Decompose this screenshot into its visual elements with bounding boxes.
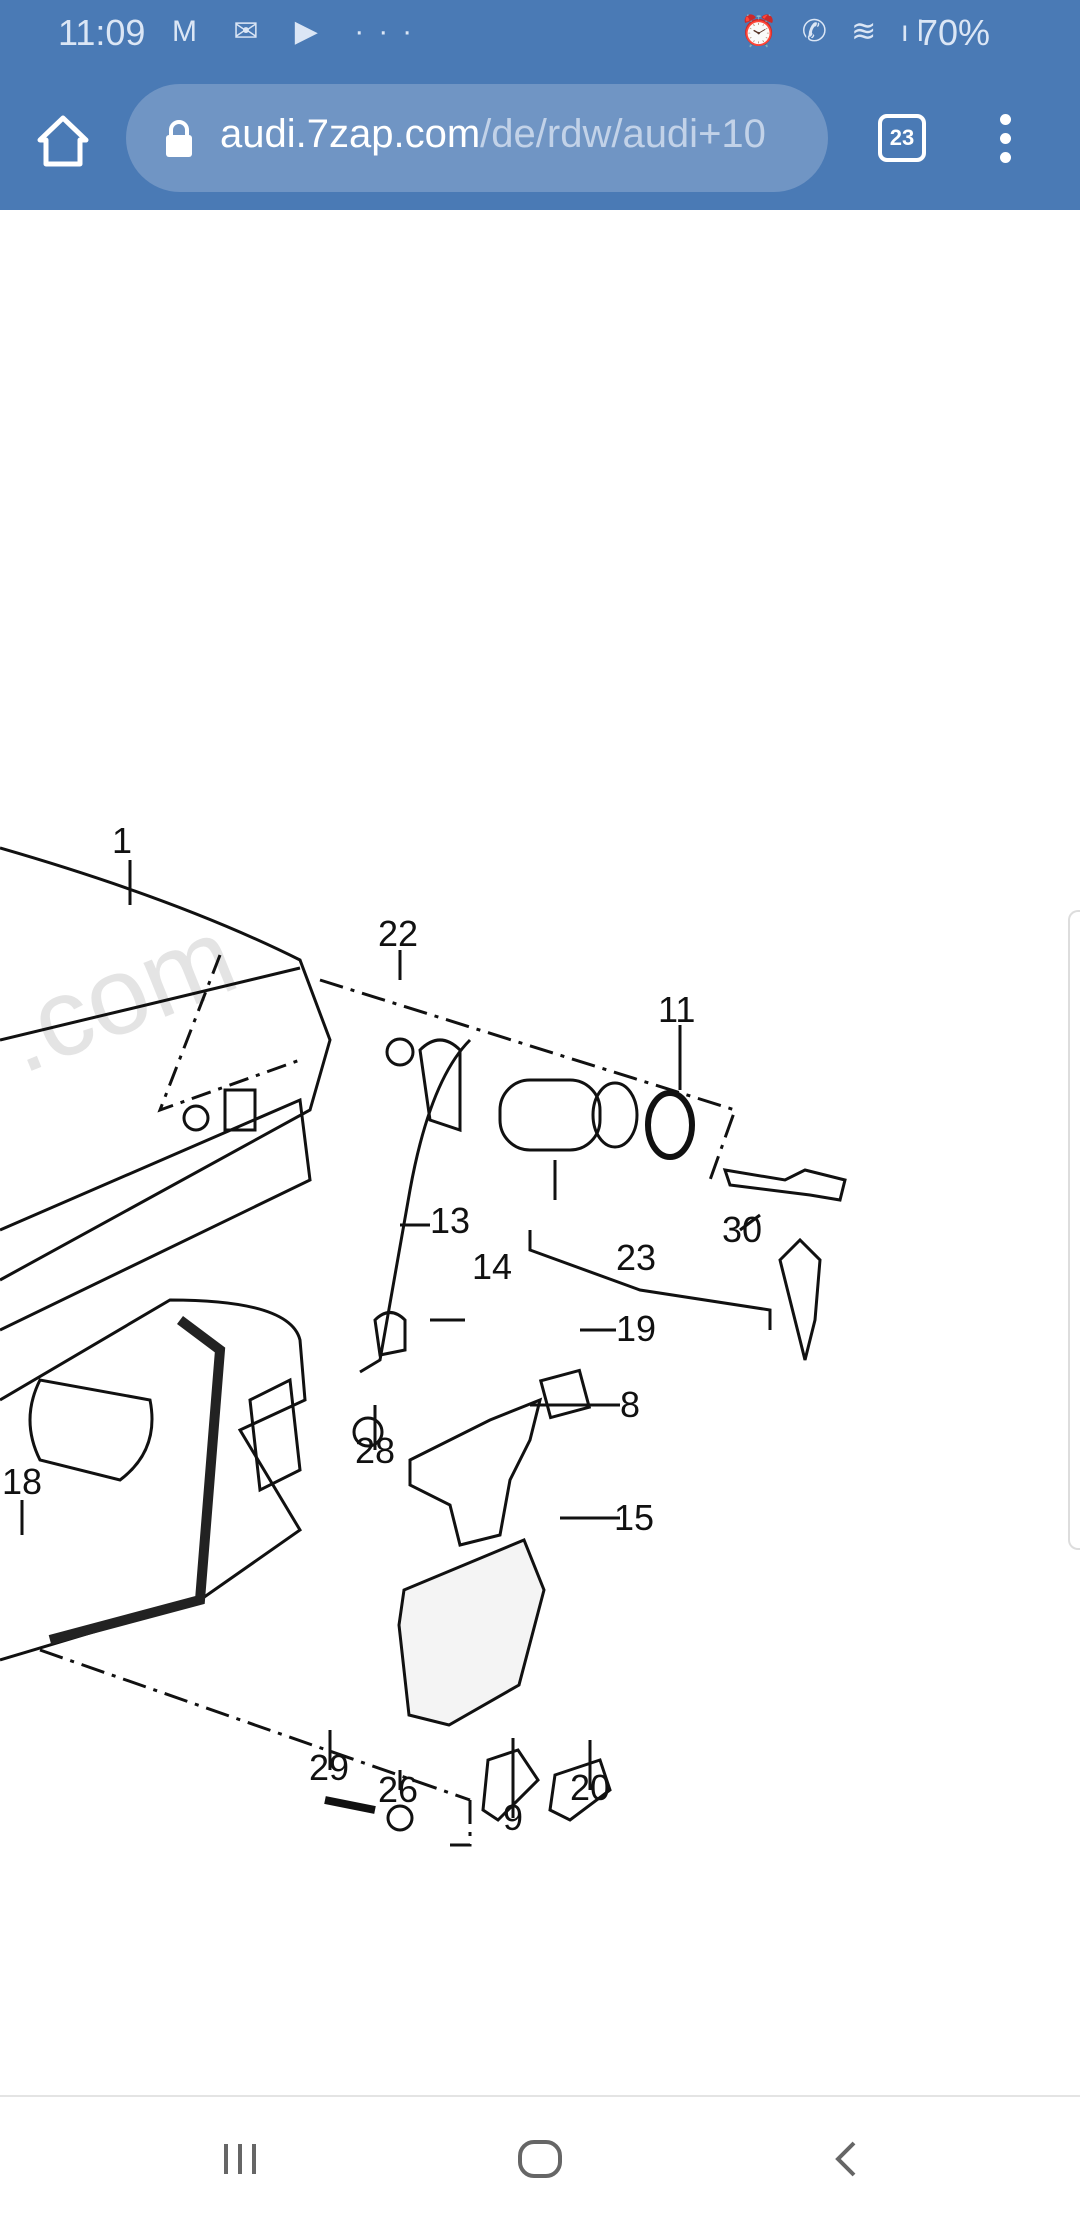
parts-diagram: .com <box>0 820 847 1847</box>
label-22: 22 <box>378 913 418 954</box>
label-28: 28 <box>355 1430 395 1471</box>
page-content: .com <box>0 210 1080 2095</box>
scrollbar-handle[interactable] <box>1068 910 1080 1550</box>
system-nav-bar <box>0 2095 1080 2220</box>
battery-level: 70% <box>918 12 991 53</box>
label-13: 13 <box>430 1200 470 1241</box>
label-11: 11 <box>658 989 695 1030</box>
release-cable-drawing <box>359 1038 472 1374</box>
back-button[interactable] <box>805 2127 885 2191</box>
latch-drawing <box>324 1311 612 1832</box>
browser-toolbar: audi.7zap.com/de/rdw/audi+10 23 <box>0 70 1080 210</box>
notification-icons: M ✉ ▶ ··· <box>172 15 427 48</box>
label-9: 9 <box>503 1797 523 1838</box>
url-text: audi.7zap.com/de/rdw/audi+10 <box>220 112 766 157</box>
label-23: 23 <box>616 1237 656 1278</box>
lock-cylinder-drawing <box>418 1038 847 1361</box>
nut-22-drawing <box>385 1037 415 1067</box>
label-20: 20 <box>570 1767 610 1808</box>
trunk-lid-drawing <box>0 846 471 1802</box>
label-8: 8 <box>620 1384 640 1425</box>
label-30: 30 <box>722 1209 762 1250</box>
label-1: 1 <box>112 820 132 861</box>
url-path: /de/rdw/audi+10 <box>480 112 766 156</box>
status-bar: 11:09 M ✉ ▶ ··· ⏰ ✆ ≋ ıl 70% <box>0 0 1080 70</box>
guide-lines <box>319 978 737 1847</box>
watermark: .com <box>0 893 252 1096</box>
label-26: 26 <box>378 1769 418 1810</box>
back-chevron-icon <box>835 2141 856 2177</box>
clock: 11:09 <box>58 12 146 53</box>
lock-icon <box>166 120 192 157</box>
recent-apps-button[interactable] <box>200 2127 280 2191</box>
leader-lines <box>20 860 682 1818</box>
address-bar[interactable]: audi.7zap.com/de/rdw/audi+10 <box>126 84 828 192</box>
tab-switcher-button[interactable]: 23 <box>878 114 926 162</box>
label-29: 29 <box>309 1747 349 1788</box>
more-menu-icon[interactable] <box>995 114 1015 170</box>
label-14: 14 <box>472 1246 512 1287</box>
label-18: 18 <box>2 1461 42 1502</box>
label-15: 15 <box>614 1497 654 1538</box>
home-icon[interactable] <box>36 114 90 168</box>
home-circle-icon <box>518 2140 562 2178</box>
label-19: 19 <box>616 1308 656 1349</box>
recent-apps-icon <box>224 2144 256 2174</box>
home-button[interactable] <box>500 2127 580 2191</box>
url-domain: audi.7zap.com <box>220 112 481 156</box>
system-icons: ⏰ ✆ ≋ ıl <box>740 15 932 48</box>
